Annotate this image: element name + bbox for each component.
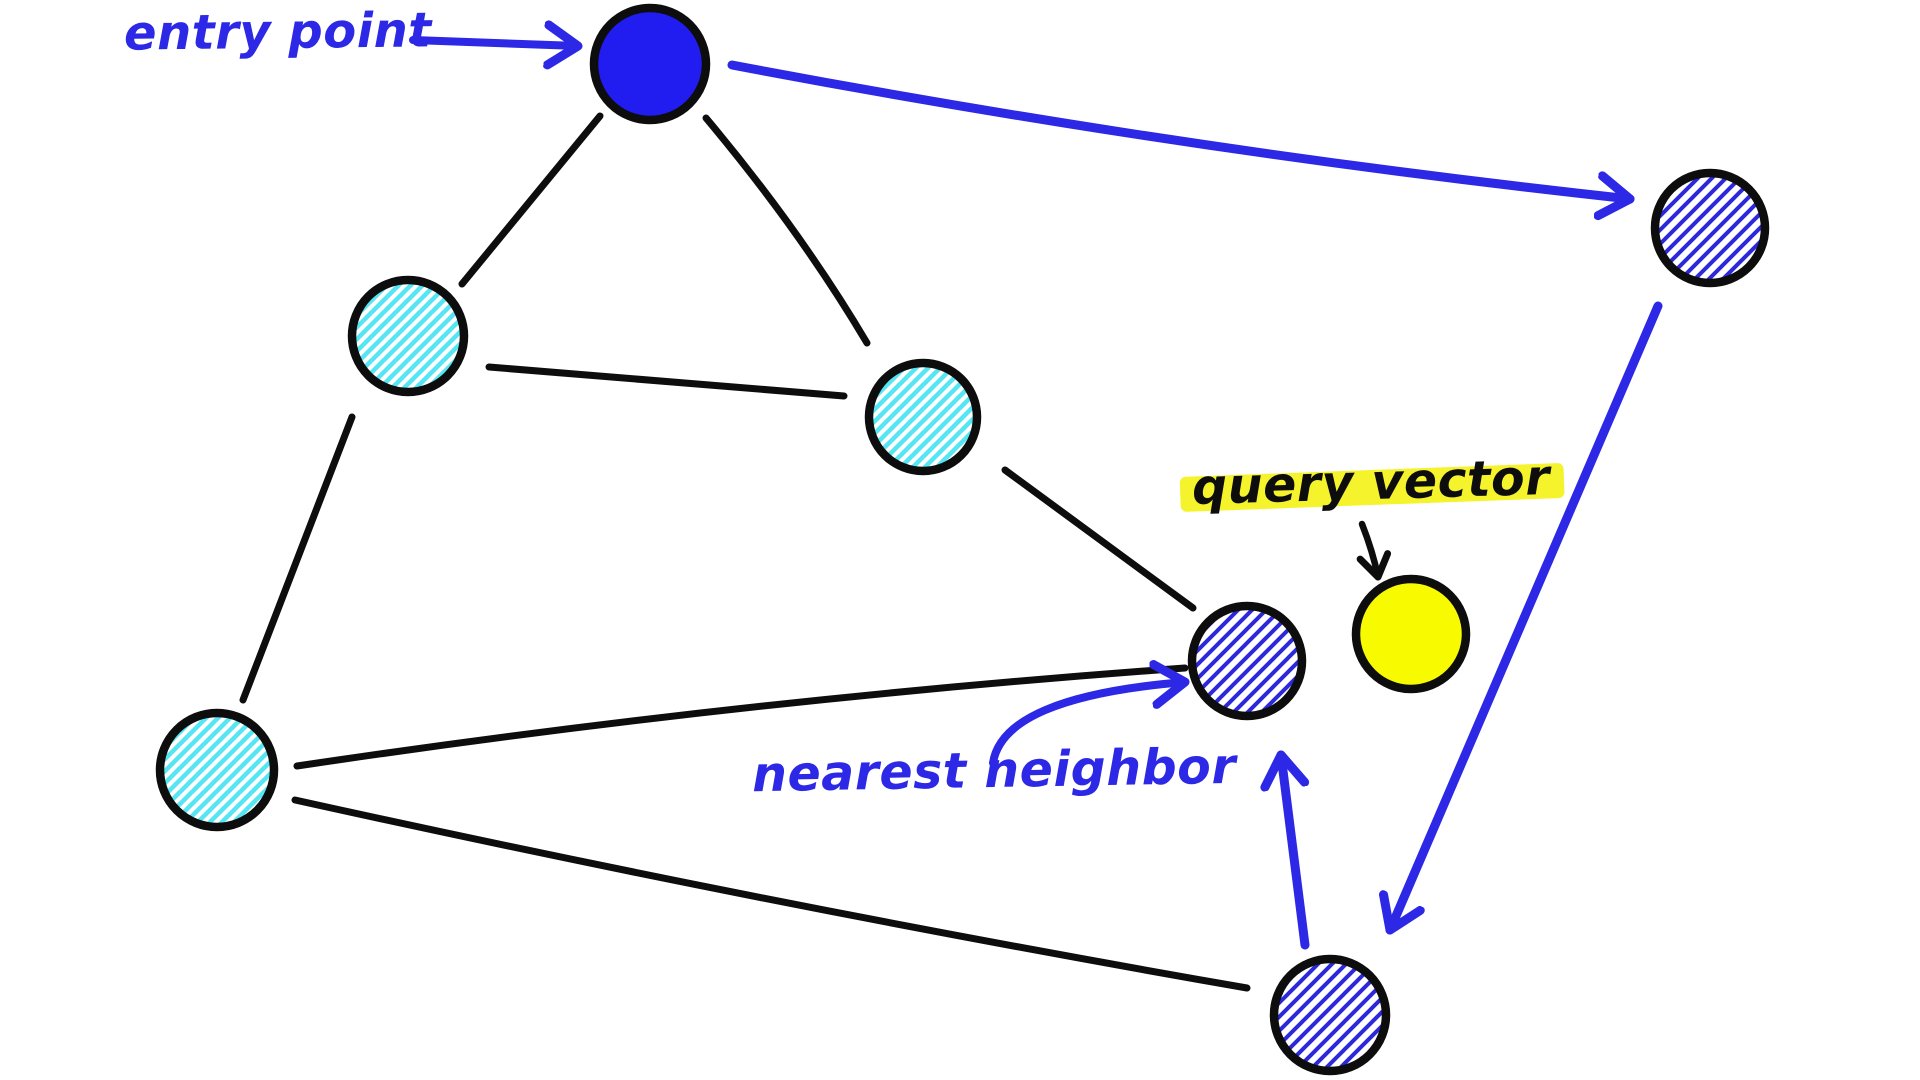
search-arrow-bottom-nearest-neighbor	[1281, 750, 1310, 950]
node-bottom	[1269, 954, 1391, 1076]
query-vector-label: query vector	[1179, 449, 1565, 516]
node-upper-middle	[864, 358, 982, 476]
edge-upper-left-bottom-left	[239, 413, 356, 704]
entry-point-label: entry point	[124, 2, 432, 61]
node-query-vector	[1351, 574, 1471, 694]
graph-nodes	[155, 3, 1770, 1076]
nearest-neighbor-label: nearest neighbor	[752, 738, 1237, 803]
node-nearest-neighbor	[1187, 601, 1307, 721]
edge-upper-middle-nearest-neighbor	[1001, 466, 1197, 612]
node-entry-point	[589, 3, 711, 125]
node-bottom-left	[155, 708, 279, 832]
edge-bottom-left-nearest-neighbor	[293, 664, 1189, 770]
graph-edges	[239, 112, 1251, 992]
nearest-neighbor-label-text: nearest neighbor	[751, 737, 1237, 804]
entry-point-pointer-arrow	[409, 40, 578, 46]
label-pointer-arrows	[409, 40, 1392, 767]
nearest-neighbor-pointer-arrow	[989, 682, 1185, 767]
edge-upper-left-upper-middle	[485, 363, 848, 400]
search-arrow-top-right-bottom	[1390, 301, 1663, 935]
query-vector-label-text: query vector	[1191, 449, 1551, 516]
node-upper-left	[347, 275, 469, 397]
edge-entry-point-upper-left	[458, 112, 604, 288]
node-top-right	[1650, 168, 1770, 288]
search-arrow-entry-point-top-right	[727, 60, 1635, 199]
search-path-arrows	[727, 60, 1663, 950]
edge-entry-point-upper-middle	[702, 114, 871, 347]
edge-bottom-left-bottom	[291, 796, 1251, 992]
query-vector-pointer-arrow	[1356, 520, 1392, 581]
entry-point-label-text: entry point	[123, 2, 433, 62]
